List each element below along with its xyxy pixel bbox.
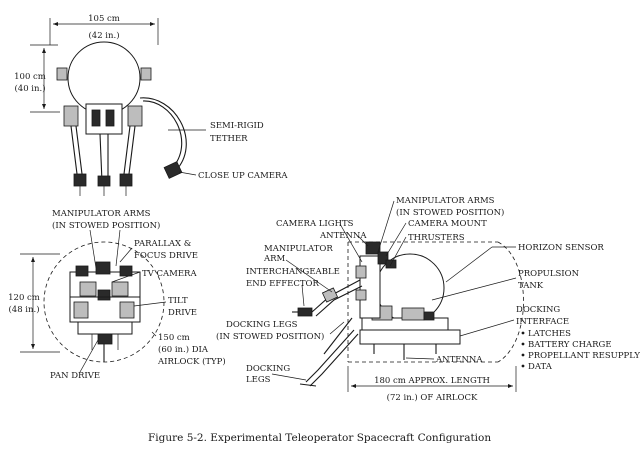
horizon-sensor-label: HORIZON SENSOR [518,243,604,253]
antenna-bottom-label: ANTENNA [435,355,483,365]
propulsion-label-2: TANK [518,281,544,291]
side-view: 180 cm APPROX. LENGTH (72 in.) OF AIRLOC… [216,196,640,403]
docking-interface-label-2: INTERFACE [516,317,569,327]
bullet-item: LATCHES [528,329,571,339]
closeup-camera-label: CLOSE UP CAMERA [198,171,288,181]
top-width-in: (42 in.) [88,30,119,41]
dia-label-2: (60 in.) DIA [158,344,209,355]
tether-label-2: TETHER [210,134,248,144]
front-height-in: (48 in.) [8,304,39,315]
parallax-label-1: PARALLAX & [134,239,192,249]
length-label-2: (72 in.) OF AIRLOCK [387,392,478,403]
side-manip-arm-label-2: ARM [263,254,286,264]
spacecraft-body [67,41,141,115]
top-height-in: (40 in.) [14,83,45,94]
end-effector [297,307,313,317]
docking-interface-label-1: DOCKING [516,305,560,315]
tilt-label-2: DRIVE [168,308,197,318]
top-view: 105 cm (42 in.) 100 cm (40 in.) [14,14,288,196]
end-effector-label-1: INTERCHANGEABLE [246,267,340,277]
docking-legs-label-1: DOCKING [246,364,290,374]
front-manip-label-1: MANIPULATOR ARMS [52,209,151,219]
figure-caption: Figure 5-2. Experimental Teleoperator Sp… [148,432,491,444]
camera-mount-label: CAMERA MOUNT [408,219,487,229]
tilt-label-1: TILT [168,296,188,306]
bullet-item: DATA [528,362,553,372]
propulsion-label-1: PROPULSION [518,269,580,279]
end-effector-label-2: END EFFECTOR [246,279,320,289]
tether-label-1: SEMI-RIGID [210,121,264,131]
front-manip-label-2: (IN STOWED POSITION) [52,220,160,231]
top-height-cm: 100 cm [14,72,46,82]
length-label-1: 180 cm APPROX. LENGTH [374,376,490,386]
side-manip-label-1: MANIPULATOR ARMS [396,196,495,206]
camera-lights-label: CAMERA LIGHTS [276,219,354,229]
pan-drive-label: PAN DRIVE [50,371,100,381]
dia-label-1: 150 cm [158,333,190,343]
top-width-cm: 105 cm [88,14,120,24]
dia-label-3: AIRLOCK (TYP) [157,356,226,367]
side-manip-label-2: (IN STOWED POSITION) [396,207,504,218]
tv-camera-label: TV CAMERA [142,269,197,279]
parallax-label-2: FOCUS DRIVE [134,251,198,261]
docking-interface [359,329,461,345]
thrusters-label: THRUSTERS [408,233,465,243]
docking-legs-label-2: LEGS [246,375,271,385]
front-view: MANIPULATOR ARMS (IN STOWED POSITION) 12… [8,209,226,381]
side-manip-arm-label-1: MANIPULATOR [264,244,333,254]
antenna-top-label: ANTENNA [319,231,367,241]
closeup-camera-icon [163,161,183,179]
bullet-item: BATTERY CHARGE [528,340,612,350]
docking-legs-stowed-label-2: (IN STOWED POSITION) [216,331,324,342]
bullet-item: PROPELLANT RESUPPLY [528,351,640,361]
docking-legs-stowed-label-1: DOCKING LEGS [226,320,298,330]
front-height-cm: 120 cm [8,293,40,303]
